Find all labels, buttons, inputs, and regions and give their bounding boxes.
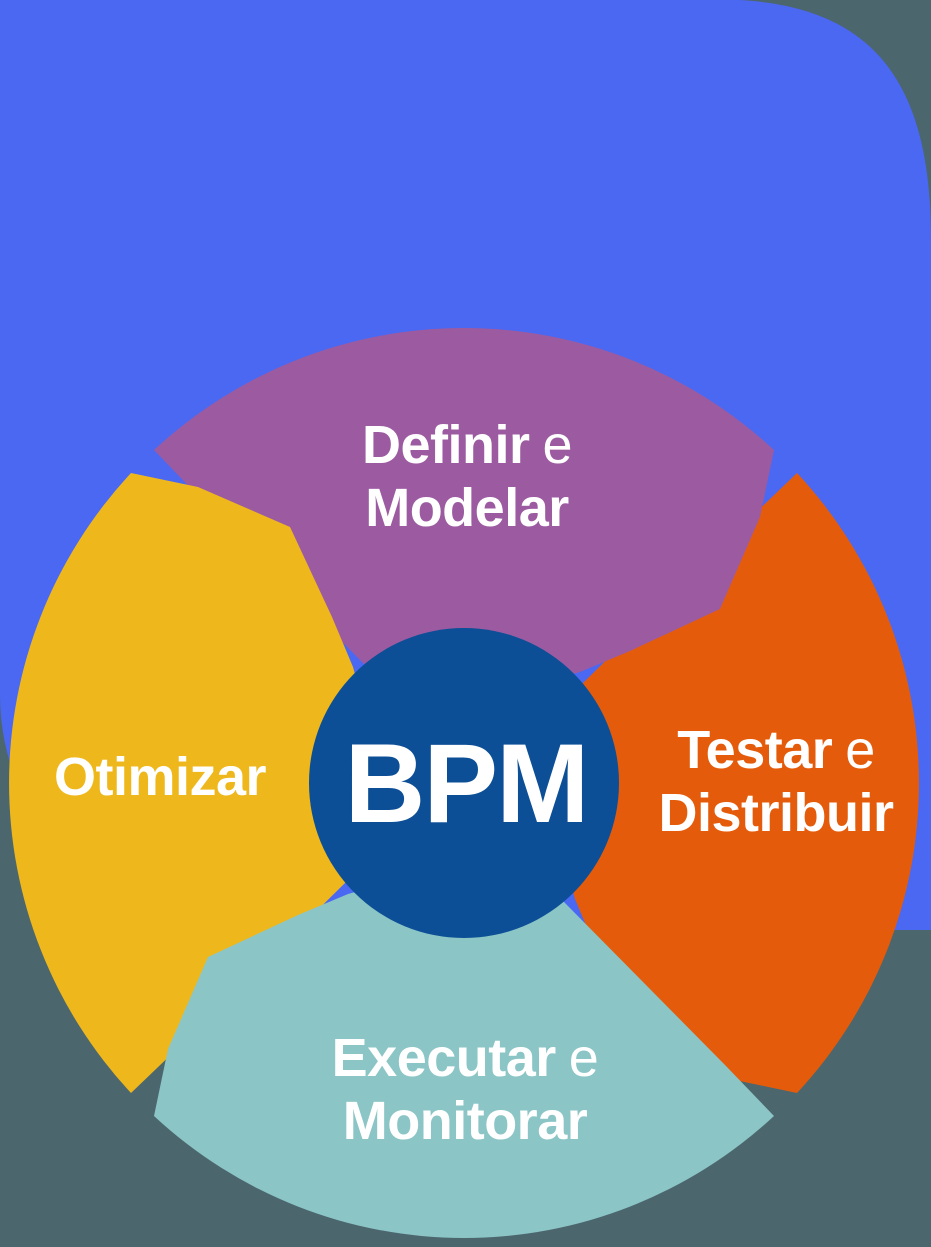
label-executar-word: Executar [332, 1028, 557, 1088]
label-testar-word: Testar [677, 720, 833, 780]
label-definir-conj: e [542, 415, 572, 475]
label-otimizar: Otimizar [54, 747, 267, 807]
bpm-label: BPM [345, 721, 588, 846]
label-testar-line2: Distribuir [658, 783, 894, 843]
petal-testar-distribuir [542, 473, 919, 1093]
bpm-center-circle [309, 628, 619, 938]
label-definir-line2: Modelar [365, 478, 569, 538]
label-definir-word: Definir [362, 415, 530, 475]
label-executar-line2: Monitorar [343, 1091, 588, 1151]
label-testar-conj: e [845, 720, 875, 780]
label-executar-conj: e [569, 1028, 599, 1088]
petal-otimizar [9, 473, 387, 1093]
petal-definir-modelar [154, 328, 774, 705]
petal-executar-monitorar [154, 861, 774, 1238]
